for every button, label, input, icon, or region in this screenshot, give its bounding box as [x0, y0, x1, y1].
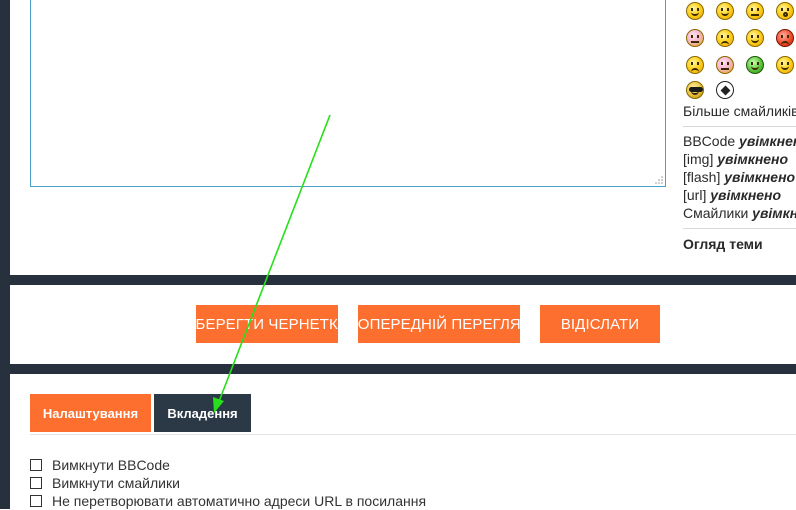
disable-magic-url-checkbox[interactable]: [30, 495, 42, 507]
status-bbcode-value: увімкнено: [739, 133, 796, 149]
smiley-sad-2-icon[interactable]: [686, 56, 704, 74]
status-smilies-value: увімкнено: [752, 205, 796, 221]
status-bbcode: BBCode увімкнено: [683, 133, 796, 149]
preview-button[interactable]: ПОПЕРЕДНІЙ ПЕРЕГЛЯД: [358, 305, 520, 343]
status-flash-label: [flash]: [683, 169, 721, 185]
sidebar-divider: [683, 126, 796, 127]
topic-review-link[interactable]: Огляд теми: [683, 236, 763, 252]
submit-button[interactable]: ВІДІСЛАТИ: [540, 305, 660, 343]
smiley-wink-icon[interactable]: [746, 29, 764, 47]
status-flash-value: увімкнено: [724, 169, 796, 185]
smiley-neutral-icon[interactable]: [746, 2, 764, 20]
status-url-value: увімкнено: [710, 187, 782, 203]
smiley-smile-icon[interactable]: [686, 2, 704, 20]
tab-settings[interactable]: Налаштування: [30, 394, 151, 432]
smiley-facepalm-icon[interactable]: [776, 56, 794, 74]
more-smileys-link[interactable]: Більше смайликів: [683, 103, 796, 119]
tab-attachments[interactable]: Вкладення: [154, 394, 251, 432]
disable-bbcode-label: Вимкнути BBCode: [52, 457, 170, 473]
smiley-sad-icon[interactable]: [716, 29, 734, 47]
smiley-rolleyes-icon[interactable]: [716, 56, 734, 74]
disable-smilies-label: Вимкнути смайлики: [52, 475, 180, 491]
smiley-cool-icon[interactable]: [686, 81, 704, 99]
smiley-sick-icon[interactable]: [746, 56, 764, 74]
status-smilies: Смайлики увімкнено: [683, 205, 796, 221]
sidebar-divider: [683, 228, 796, 229]
message-textarea[interactable]: [30, 0, 666, 187]
smiley-happy-icon[interactable]: [716, 2, 734, 20]
section-separator: [0, 364, 796, 374]
smiley-mad-icon[interactable]: [776, 29, 794, 47]
option-disable-magic-url[interactable]: Не перетворювати автоматично адреси URL …: [30, 492, 426, 510]
section-separator: [0, 275, 796, 285]
option-disable-smilies[interactable]: Вимкнути смайлики: [30, 474, 180, 492]
status-url-label: [url]: [683, 187, 707, 203]
resize-grip-icon[interactable]: [655, 176, 663, 184]
smiley-confused-icon[interactable]: [686, 29, 704, 47]
disable-magic-url-label: Не перетворювати автоматично адреси URL …: [52, 493, 427, 509]
status-img: [img] увімкнено: [683, 151, 788, 167]
smiley-surprised-icon[interactable]: [776, 2, 794, 20]
status-img-label: [img]: [683, 151, 714, 167]
save-draft-button[interactable]: ЗБЕРЕГТИ ЧЕРНЕТКУ: [196, 305, 338, 343]
status-img-value: увімкнено: [717, 151, 789, 167]
status-bbcode-label: BBCode: [683, 133, 736, 149]
status-flash: [flash] увімкнено: [683, 169, 795, 185]
smiley-football-icon[interactable]: [716, 81, 734, 99]
option-disable-bbcode[interactable]: Вимкнути BBCode: [30, 456, 170, 474]
disable-bbcode-checkbox[interactable]: [30, 459, 42, 471]
disable-smilies-checkbox[interactable]: [30, 477, 42, 489]
status-url: [url] увімкнено: [683, 187, 781, 203]
status-smilies-label: Смайлики: [683, 205, 749, 221]
tabs-underline: [30, 434, 796, 435]
left-frame-border: [0, 0, 10, 509]
